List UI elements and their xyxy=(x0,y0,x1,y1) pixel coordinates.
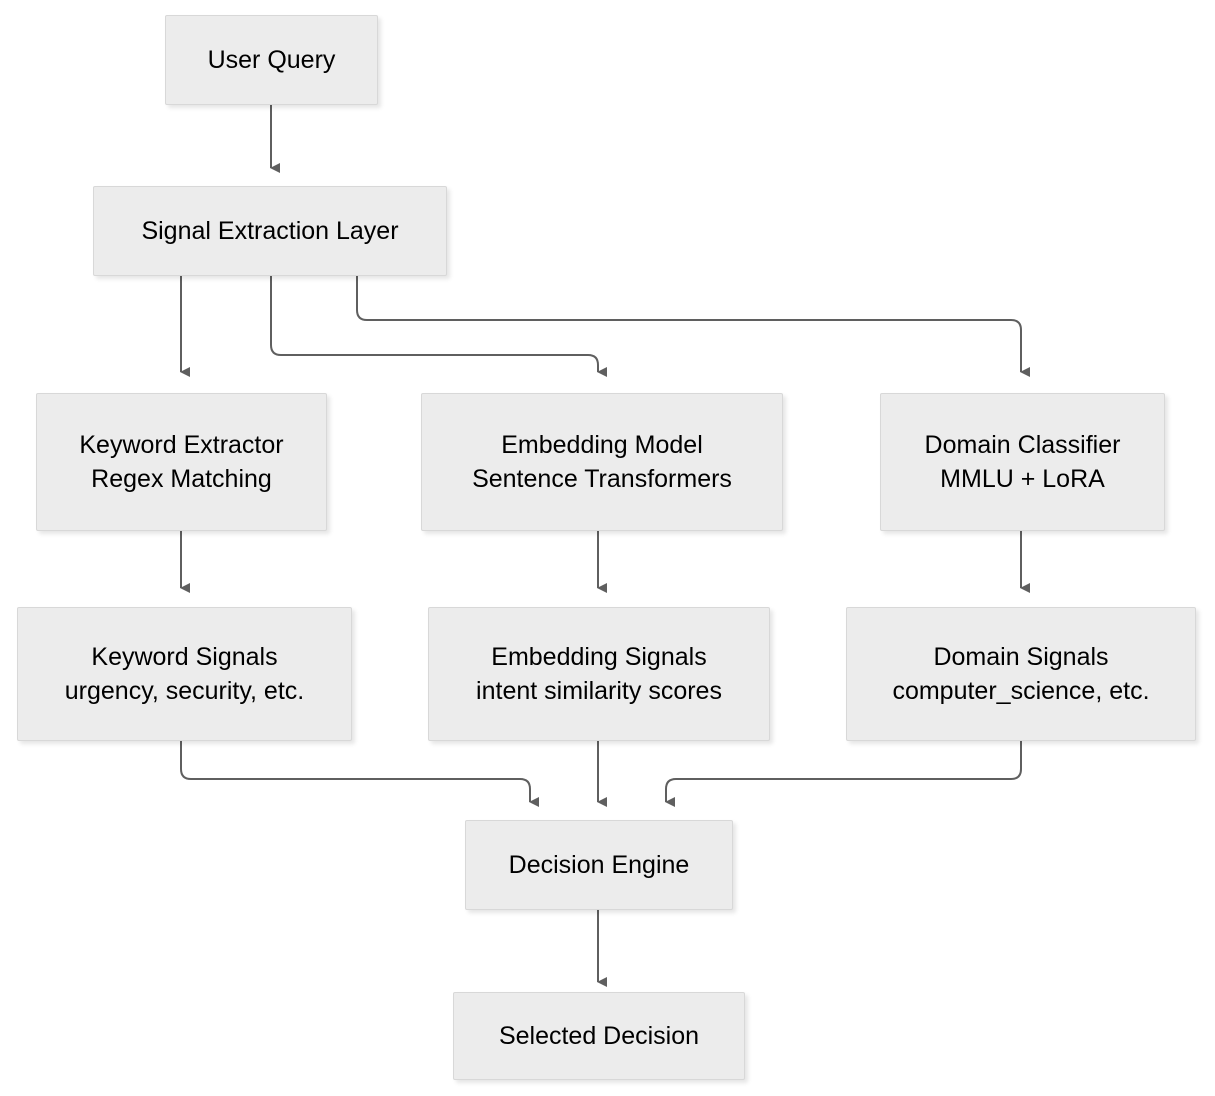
node-decision-engine[interactable]: Decision Engine xyxy=(465,820,733,910)
node-domain-signals[interactable]: Domain Signals computer_science, etc. xyxy=(846,607,1196,741)
node-signal-extraction-layer[interactable]: Signal Extraction Layer xyxy=(93,186,447,276)
node-embedding-model-line2: Sentence Transformers xyxy=(472,465,732,493)
node-keyword-extractor-line1: Keyword Extractor xyxy=(79,431,284,459)
node-selected-decision[interactable]: Selected Decision xyxy=(453,992,745,1080)
node-selected-decision-line1: Selected Decision xyxy=(498,1022,700,1050)
edge-signal-extraction-to-domain-classifier xyxy=(356,276,1030,377)
edge-keyword-signals-to-decision-engine xyxy=(180,741,539,807)
node-domain-signals-line1: Domain Signals xyxy=(933,643,1109,671)
node-embedding-model[interactable]: Embedding Model Sentence Transformers xyxy=(421,393,783,531)
node-keyword-signals[interactable]: Keyword Signals urgency, security, etc. xyxy=(17,607,352,741)
node-decision-engine-line1: Decision Engine xyxy=(508,851,690,879)
node-signal-extraction-layer-line1: Signal Extraction Layer xyxy=(141,217,399,245)
node-embedding-signals-line2: intent similarity scores xyxy=(476,677,722,705)
node-domain-classifier[interactable]: Domain Classifier MMLU + LoRA xyxy=(880,393,1165,531)
node-keyword-signals-line2: urgency, security, etc. xyxy=(64,677,305,705)
node-user-query[interactable]: User Query xyxy=(165,15,378,105)
edge-domain-signals-to-decision-engine xyxy=(665,741,1022,807)
node-keyword-extractor[interactable]: Keyword Extractor Regex Matching xyxy=(36,393,327,531)
node-user-query-line1: User Query xyxy=(207,46,336,74)
edge-signal-extraction-to-embedding-model xyxy=(270,276,607,377)
node-embedding-model-line1: Embedding Model xyxy=(501,431,703,459)
node-domain-classifier-line2: MMLU + LoRA xyxy=(940,465,1105,493)
node-embedding-signals[interactable]: Embedding Signals intent similarity scor… xyxy=(428,607,770,741)
node-keyword-extractor-line2: Regex Matching xyxy=(91,465,272,493)
node-domain-signals-line2: computer_science, etc. xyxy=(892,677,1150,705)
node-embedding-signals-line1: Embedding Signals xyxy=(491,643,707,671)
node-domain-classifier-line1: Domain Classifier xyxy=(924,431,1121,459)
node-keyword-signals-line1: Keyword Signals xyxy=(91,643,278,671)
